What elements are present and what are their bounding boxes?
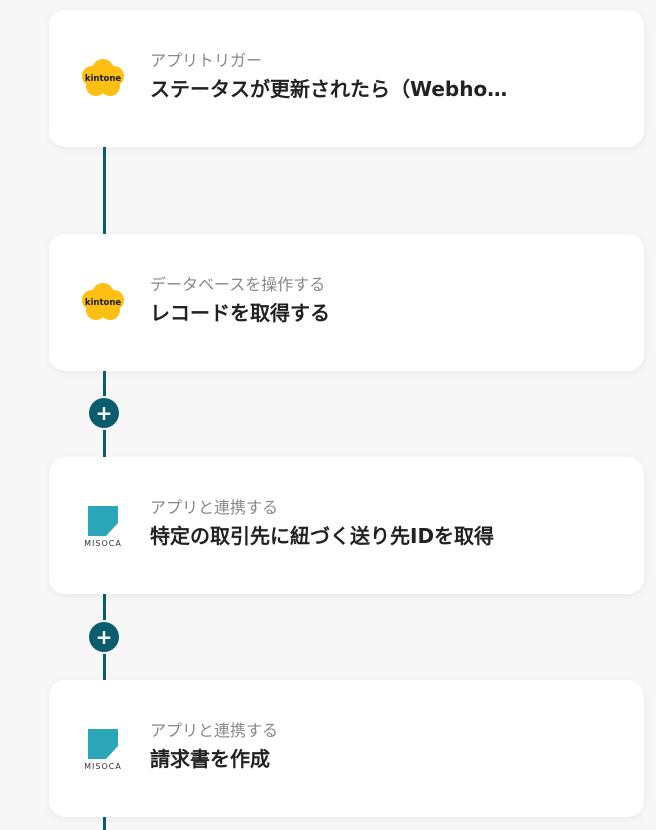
step-title: 特定の取引先に紐づく送り先IDを取得	[150, 524, 495, 548]
svg-text:MISOCA: MISOCA	[84, 762, 122, 771]
step-title: レコードを取得する	[150, 301, 330, 325]
step-subtitle: アプリと連携する	[150, 498, 279, 517]
step-card-trigger[interactable]: kintone アプリトリガー ステータスが更新されたら（Webho…	[49, 10, 644, 147]
misoca-icon: MISOCA	[78, 503, 128, 549]
add-step-button[interactable]: +	[89, 398, 119, 428]
kintone-icon: kintone	[78, 56, 128, 102]
step-subtitle: アプリトリガー	[150, 51, 263, 70]
step-title: ステータスが更新されたら（Webho…	[150, 77, 508, 101]
misoca-icon: MISOCA	[78, 726, 128, 772]
kintone-icon: kintone	[78, 280, 128, 326]
step-card-get-record[interactable]: kintone データベースを操作する レコードを取得する	[49, 234, 644, 371]
svg-text:MISOCA: MISOCA	[84, 539, 122, 548]
step-card-get-destination-id[interactable]: MISOCA アプリと連携する 特定の取引先に紐づく送り先IDを取得	[49, 457, 644, 594]
add-step-button[interactable]: +	[89, 622, 119, 652]
connector-line	[103, 147, 106, 234]
step-card-create-invoice[interactable]: MISOCA アプリと連携する 請求書を作成	[49, 680, 644, 817]
svg-text:kintone: kintone	[85, 298, 122, 308]
svg-text:kintone: kintone	[85, 74, 122, 84]
step-title: 請求書を作成	[150, 747, 270, 771]
connector-line	[103, 817, 106, 830]
step-subtitle: アプリと連携する	[150, 721, 279, 740]
step-subtitle: データベースを操作する	[150, 275, 326, 294]
